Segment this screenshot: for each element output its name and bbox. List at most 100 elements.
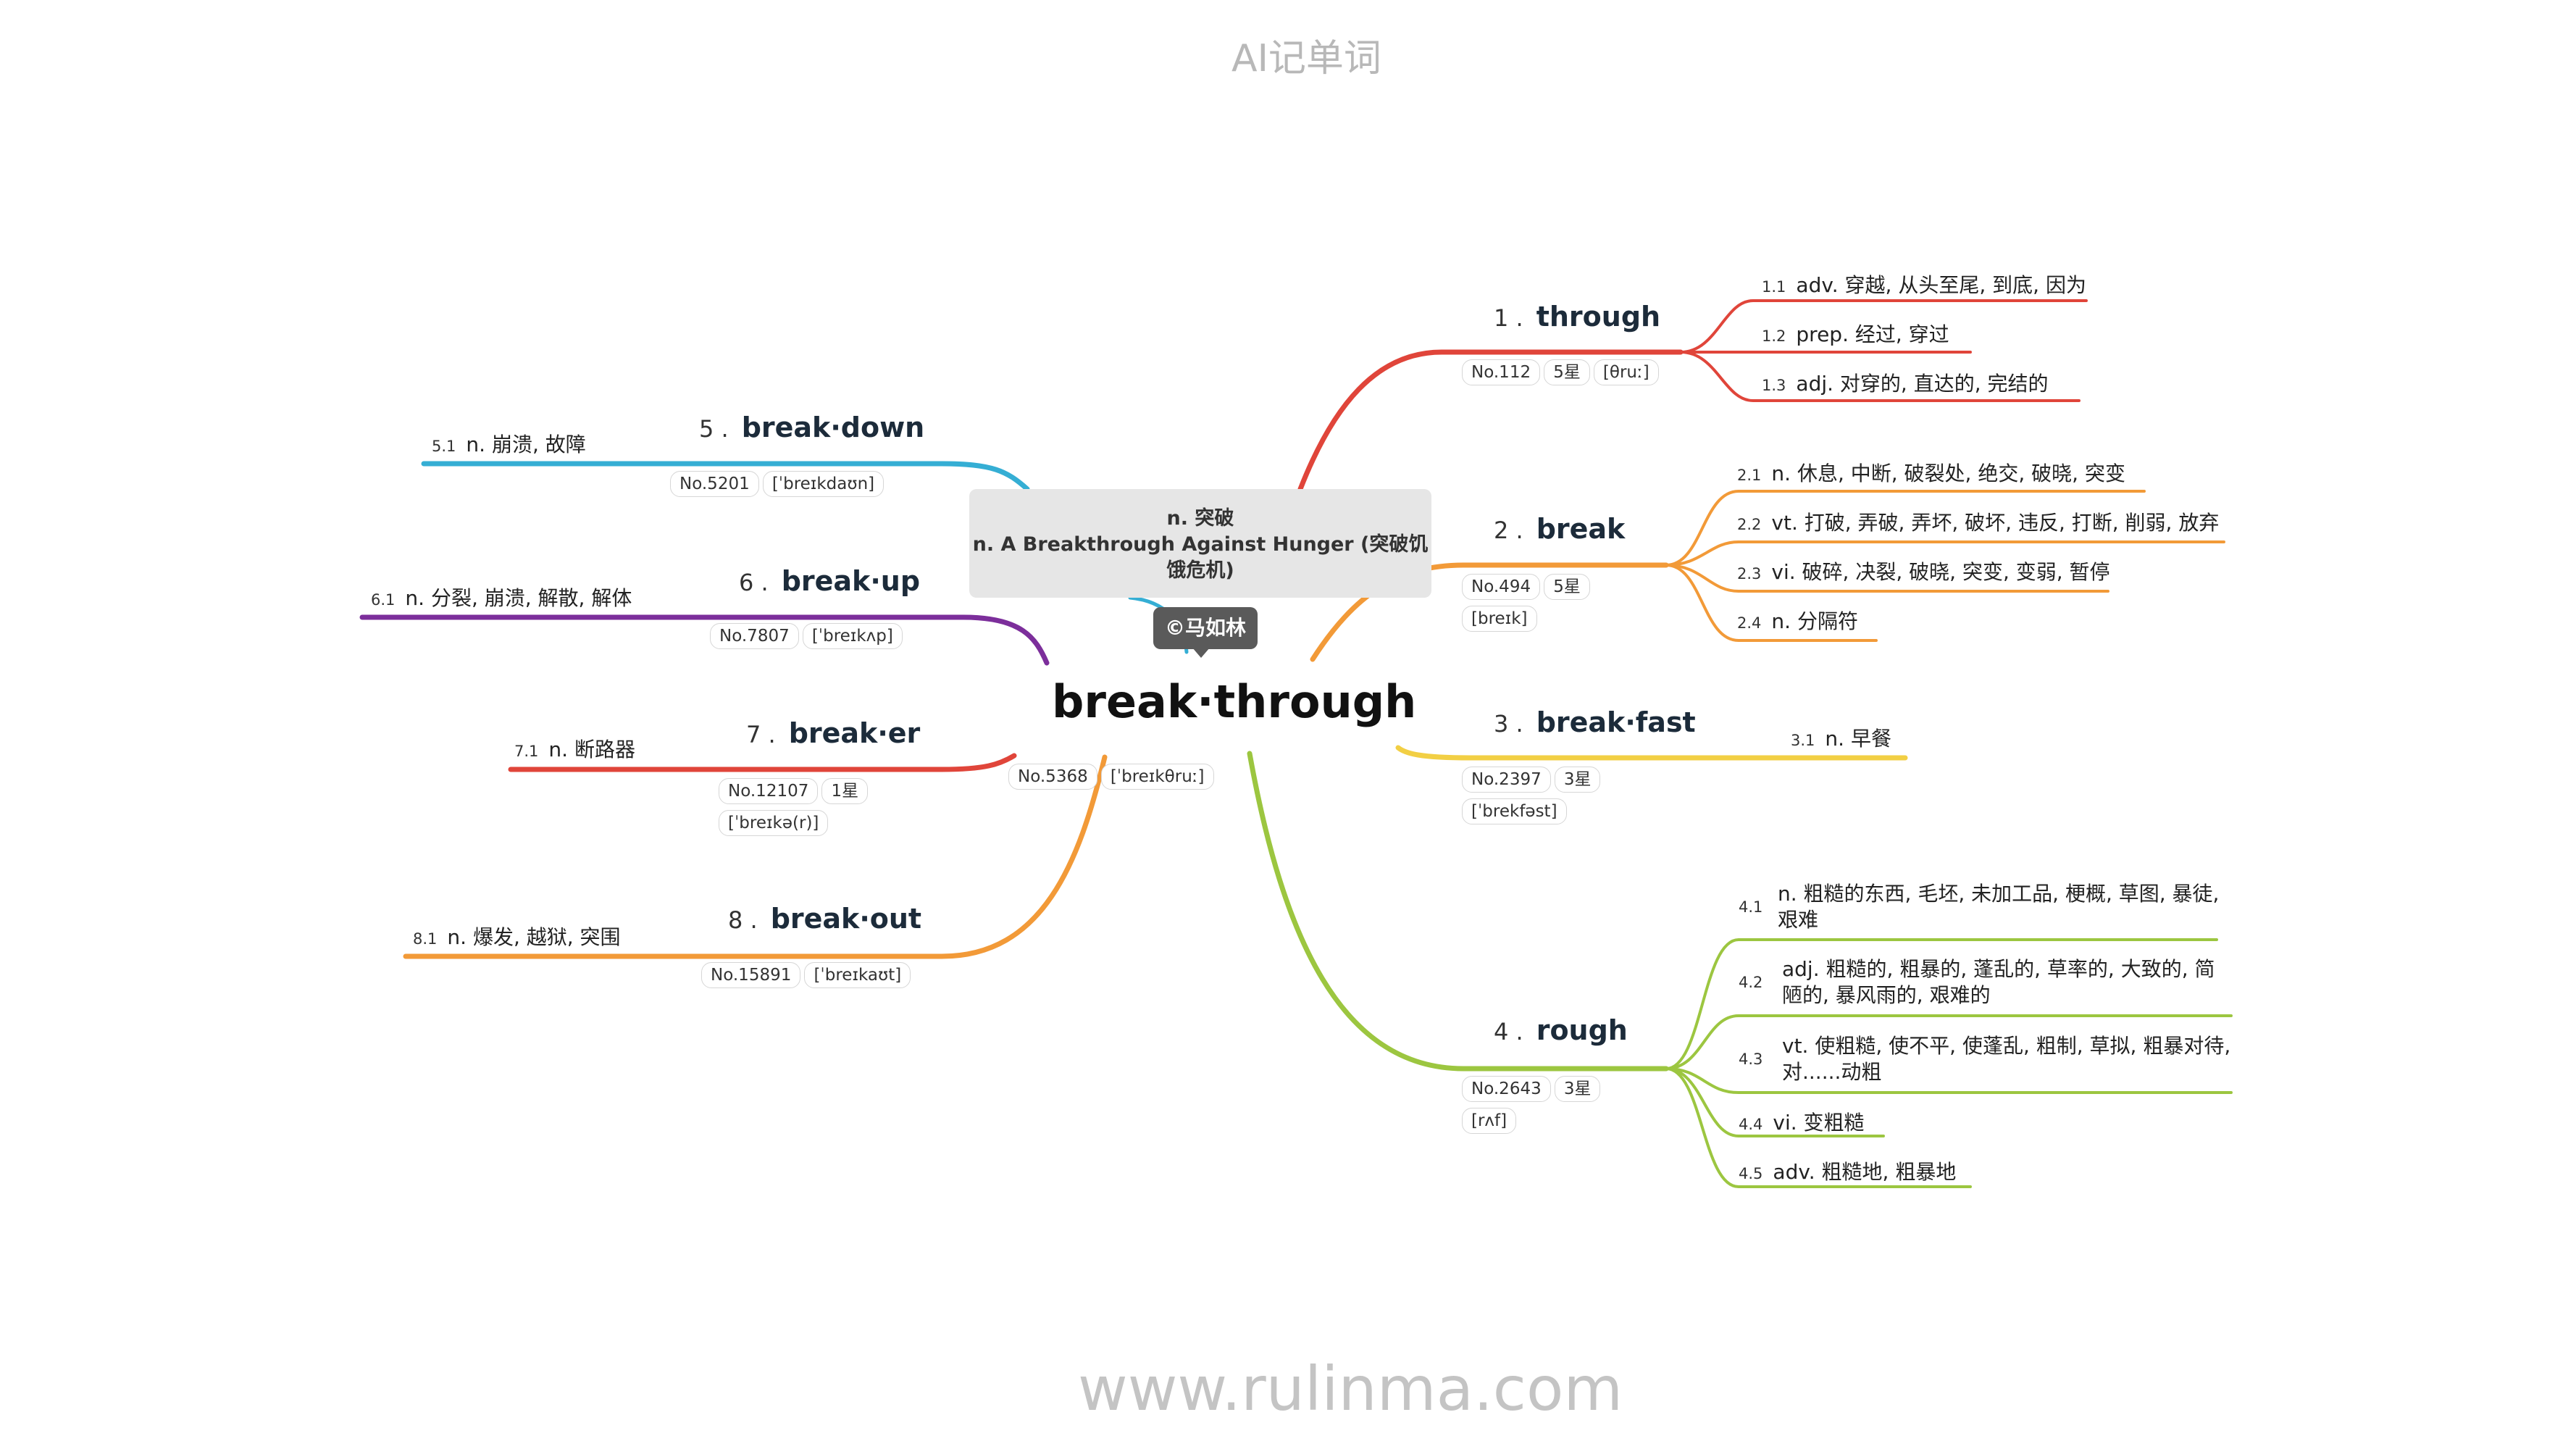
- author-tag: ©马如林: [1153, 607, 1258, 649]
- rank-chip: No.494: [1462, 574, 1541, 600]
- phonetic-chip: [ˈbreɪkʌp]: [802, 623, 903, 649]
- phonetic-chip: [θruː]: [1593, 359, 1659, 385]
- branch-4-meta: No.2643 3星 [rʌf]: [1462, 1074, 1621, 1138]
- branch-7-title[interactable]: 7 . break·er: [746, 717, 920, 749]
- definition-number: 4.5: [1739, 1165, 1763, 1182]
- definition-6-1[interactable]: 6.1 n. 分裂, 崩溃, 解散, 解体: [371, 582, 632, 611]
- branch-1-connectors: [1297, 299, 2088, 492]
- branch-1-meta: No.112 5星 [θruː]: [1462, 359, 1659, 385]
- definition-8-1[interactable]: 8.1 n. 爆发, 越狱, 突围: [413, 922, 621, 951]
- definition-text: adj. 对穿的, 直达的, 完结的: [1796, 372, 2049, 396]
- branch-6-meta: No.7807 [ˈbreɪkʌp]: [710, 623, 903, 649]
- branch-8-connectors: [403, 754, 1108, 959]
- branch-2-meta: No.494 5星 [breɪk]: [1462, 572, 1621, 636]
- branch-3-connectors: [1395, 745, 1908, 761]
- phonetic-chip: [ˈbreɪkə(r)]: [719, 810, 829, 836]
- definition-number: 1.1: [1762, 278, 1786, 296]
- branch-6-title[interactable]: 6 . break·up: [739, 565, 920, 597]
- definition-4-5[interactable]: 4.5 adv. 粗糙地, 粗暴地: [1739, 1156, 1956, 1185]
- branch-number: 5 .: [699, 415, 729, 443]
- definition-text: vi. 变粗糙: [1773, 1111, 1865, 1135]
- rank-chip: No.112: [1462, 359, 1541, 385]
- definition-4-4[interactable]: 4.4 vi. 变粗糙: [1739, 1107, 1865, 1136]
- definition-text: vt. 使粗糙, 使不平, 使蓬乱, 粗制, 草拟, 粗暴对待, 对......…: [1782, 1034, 2231, 1084]
- center-word[interactable]: break·through: [1052, 675, 1417, 728]
- branch-number: 7 .: [746, 721, 776, 748]
- definition-number: 8.1: [413, 930, 438, 948]
- branch-3-title[interactable]: 3 .break·fast: [1494, 706, 1696, 738]
- branch-3-meta: No.2397 3星 [ˈbrekfəst]: [1462, 765, 1621, 829]
- definition-5-1[interactable]: 5.1 n. 崩溃, 故障: [432, 429, 586, 458]
- definition-text: vt. 打破, 弄破, 弄坏, 破坏, 违反, 打断, 削弱, 放弃: [1771, 511, 2220, 535]
- branch-number: 8 .: [728, 906, 758, 934]
- branch-word: break·out: [770, 903, 922, 935]
- branch-4-connectors: [1247, 751, 2233, 1188]
- definition-text: n. 崩溃, 故障: [466, 433, 586, 456]
- definition-text: n. 爆发, 越狱, 突围: [447, 925, 621, 949]
- definition-number: 1.2: [1762, 327, 1786, 345]
- phonetic-chip: [rʌf]: [1462, 1108, 1517, 1134]
- branch-2-title[interactable]: 2 .break: [1494, 513, 1625, 545]
- center-number-chip: No.5368: [1008, 764, 1097, 790]
- star-chip: 3星: [1554, 767, 1601, 793]
- definition-text: n. 分隔符: [1771, 609, 1858, 633]
- definition-4-3[interactable]: 4.3 vt. 使粗糙, 使不平, 使蓬乱, 粗制, 草拟, 粗暴对待, 对..…: [1739, 1033, 2231, 1085]
- branch-number: 4 .: [1494, 1018, 1523, 1045]
- definition-text: vi. 破碎, 决裂, 破晓, 突变, 变弱, 暂停: [1771, 560, 2110, 584]
- definition-number: 2.3: [1737, 565, 1762, 582]
- definition-2-2[interactable]: 2.2 vt. 打破, 弄破, 弄坏, 破坏, 违反, 打断, 削弱, 放弃: [1737, 507, 2219, 536]
- meaning-line-2: n. A Breakthrough Against Hunger (突破饥饿危机…: [972, 533, 1429, 582]
- branch-6-connectors: [359, 614, 1050, 666]
- definition-2-3[interactable]: 2.3 vi. 破碎, 决裂, 破晓, 突变, 变弱, 暂停: [1737, 556, 2110, 585]
- definition-1-3[interactable]: 1.3 adj. 对穿的, 直达的, 完结的: [1762, 368, 2049, 397]
- definition-number: 4.4: [1739, 1116, 1763, 1133]
- definition-text: adv. 粗糙地, 粗暴地: [1773, 1160, 1957, 1184]
- definition-number: 5.1: [432, 438, 456, 455]
- center-meta: No.5368 [ˈbreɪkθruː]: [1008, 764, 1214, 790]
- meaning-bubble: n. 突破 n. A Breakthrough Against Hunger (…: [969, 489, 1431, 598]
- definition-text: n. 断路器: [548, 738, 635, 761]
- meaning-line-1: n. 突破: [1166, 507, 1234, 530]
- branch-8-title[interactable]: 8 . break·out: [728, 903, 921, 935]
- center-phonetic-chip: [ˈbreɪkθruː]: [1100, 764, 1214, 790]
- branch-word: break·down: [741, 412, 925, 443]
- rank-chip: No.7807: [710, 623, 799, 649]
- definition-number: 2.2: [1737, 516, 1762, 533]
- definition-4-2[interactable]: 4.2 adj. 粗糙的, 粗暴的, 蓬乱的, 草率的, 大致的, 简陋的, 暴…: [1739, 956, 2231, 1009]
- branch-4-title[interactable]: 4 .rough: [1494, 1014, 1628, 1046]
- definition-2-4[interactable]: 2.4 n. 分隔符: [1737, 606, 1858, 635]
- definition-number: 2.4: [1737, 614, 1762, 632]
- definition-number: 2.1: [1737, 467, 1762, 484]
- definition-4-1[interactable]: 4.1 n. 粗糙的东西, 毛坯, 未加工品, 梗概, 草图, 暴徒, 艰难: [1739, 881, 2231, 933]
- definition-2-1[interactable]: 2.1 n. 休息, 中断, 破裂处, 绝交, 破晓, 突变: [1737, 458, 2125, 487]
- rank-chip: No.12107: [719, 778, 819, 804]
- definition-1-1[interactable]: 1.1 adv. 穿越, 从头至尾, 到底, 因为: [1762, 270, 2086, 298]
- branch-5-title[interactable]: 5 . break·down: [699, 412, 924, 443]
- definition-text: adv. 穿越, 从头至尾, 到底, 因为: [1796, 273, 2086, 297]
- star-chip: 5星: [1544, 574, 1590, 600]
- branch-7-meta: No.12107 1星 [ˈbreɪkə(r)]: [719, 777, 892, 840]
- branch-1-title[interactable]: 1 .through: [1494, 301, 1660, 333]
- definition-text: n. 分裂, 崩溃, 解散, 解体: [405, 586, 632, 610]
- definition-number: 6.1: [371, 591, 396, 609]
- phonetic-chip: [ˈbrekfəst]: [1462, 798, 1567, 824]
- rank-chip: No.15891: [701, 962, 801, 988]
- branch-number: 6 .: [739, 569, 769, 596]
- definition-number: 4.2: [1739, 974, 1763, 991]
- branch-word: break: [1536, 513, 1626, 545]
- phonetic-chip: [breɪk]: [1462, 606, 1537, 632]
- definition-text: adj. 粗糙的, 粗暴的, 蓬乱的, 草率的, 大致的, 简陋的, 暴风雨的,…: [1782, 957, 2215, 1007]
- definition-number: 3.1: [1791, 732, 1815, 749]
- definition-number: 4.3: [1739, 1051, 1763, 1068]
- branch-1-word: through: [1536, 301, 1661, 333]
- branch-word: break·er: [788, 717, 921, 749]
- definition-text: n. 休息, 中断, 破裂处, 绝交, 破晓, 突变: [1771, 462, 2125, 485]
- branch-word: break·up: [781, 565, 921, 597]
- rank-chip: No.2397: [1462, 767, 1551, 793]
- definition-number: 1.3: [1762, 377, 1786, 394]
- site-url[interactable]: www.rulinma.com: [1078, 1353, 1623, 1424]
- branch-5-meta: No.5201 [ˈbreɪkdaʊn]: [670, 471, 885, 497]
